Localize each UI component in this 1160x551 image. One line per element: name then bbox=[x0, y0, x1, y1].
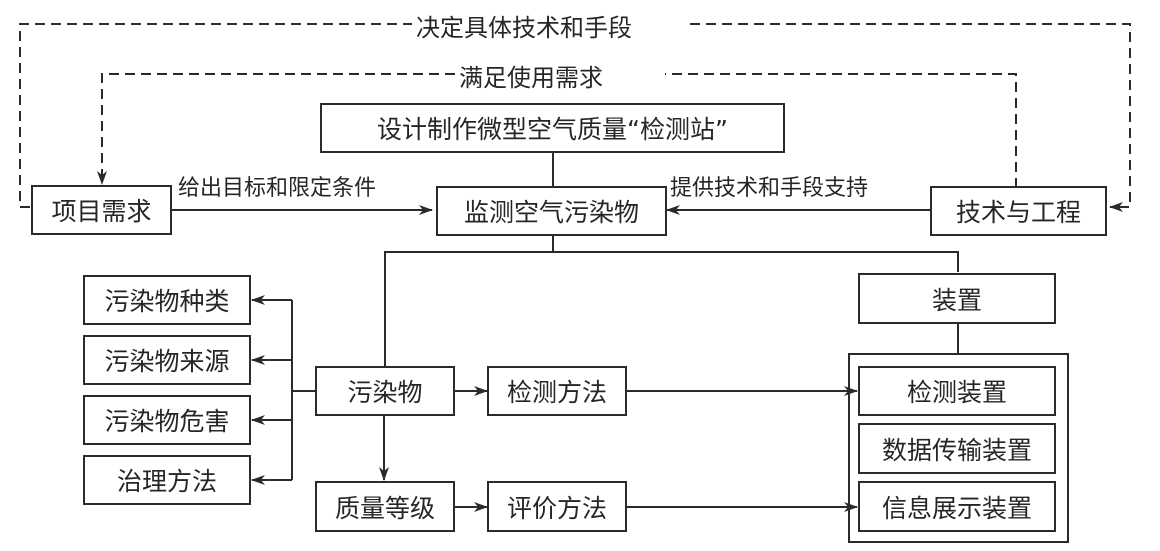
core-monitor-box: 监测空气污染物 bbox=[436, 186, 667, 236]
detection-method-box: 检测方法 bbox=[487, 366, 627, 416]
outer-loop-connector bbox=[19, 23, 1131, 207]
treatment-method-box: 治理方法 bbox=[83, 455, 251, 505]
pollutant-sources-box: 污染物来源 bbox=[83, 335, 251, 385]
pollutant-box: 污染物 bbox=[315, 366, 455, 416]
top-goal-box: 设计制作微型空气质量“检测站” bbox=[320, 103, 785, 153]
info-display-box: 信息展示装置 bbox=[858, 481, 1056, 532]
device-parts-group bbox=[848, 353, 1069, 543]
detection-device-box: 检测装置 bbox=[858, 366, 1056, 416]
core-split-connector bbox=[384, 236, 959, 368]
pollutant-branch-connector bbox=[291, 300, 316, 480]
inner-loop-connector bbox=[102, 73, 1017, 188]
inner-loop-label: 满足使用需求 bbox=[455, 58, 607, 93]
evaluation-method-box: 评价方法 bbox=[487, 481, 627, 532]
pollutant-types-box: 污染物种类 bbox=[83, 275, 251, 325]
project-needs-box: 项目需求 bbox=[31, 185, 172, 235]
data-transmission-box: 数据传输装置 bbox=[858, 423, 1056, 474]
tech-edge-label: 提供技术和手段支持 bbox=[670, 170, 869, 202]
device-box: 装置 bbox=[858, 273, 1056, 324]
outer-loop-label: 决定具体技术和手段 bbox=[412, 8, 636, 43]
quality-level-box: 质量等级 bbox=[315, 481, 455, 532]
needs-edge-label: 给出目标和限定条件 bbox=[178, 170, 377, 202]
pollutant-harm-box: 污染物危害 bbox=[83, 395, 251, 445]
tech-engineering-box: 技术与工程 bbox=[930, 186, 1107, 236]
